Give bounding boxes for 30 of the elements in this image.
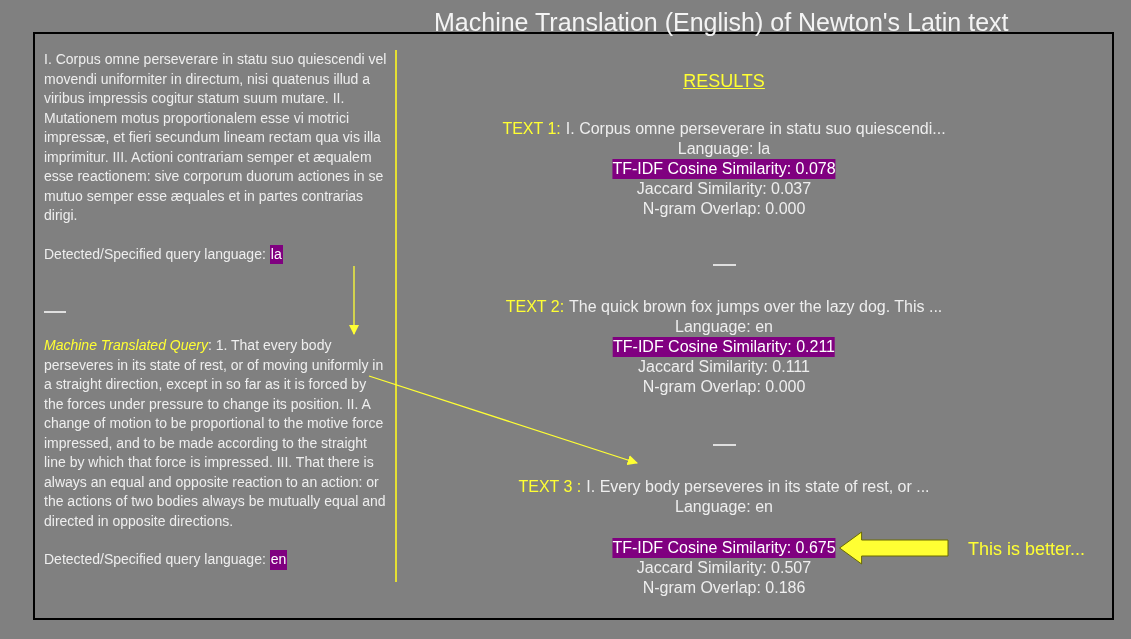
arrow	[368, 375, 638, 466]
metric-text: N-gram Overlap: 0.000	[642, 377, 806, 397]
section-heading: RESULTS	[683, 70, 765, 93]
metric-text: Language: la	[677, 139, 771, 159]
note-text: This is better...	[968, 536, 1086, 563]
text-heading: TEXT 2:	[505, 297, 565, 317]
metric-text: Language: en	[675, 497, 773, 517]
text-heading: TEXT 1:	[502, 119, 561, 139]
title: Machine Translation (English) of Newton's Latin text	[434, 7, 1009, 37]
text-excerpt: The quick brown fox jumps over the lazy dog. This ...	[569, 297, 943, 317]
text-excerpt: I. Corpus omne perseverare in statu suo quiescendi...	[565, 119, 946, 139]
metric-text: N-gram Overlap: 0.186	[642, 578, 806, 598]
metric-text: Jaccard Similarity: 0.111	[638, 357, 810, 377]
language-badge: en	[269, 550, 288, 570]
highlighted-metric: TF-IDF Cosine Similarity: 0.211	[613, 337, 835, 357]
text-heading: TEXT 3 :	[518, 477, 582, 497]
metric-text: Language: en	[675, 317, 773, 337]
block-arrow	[839, 531, 949, 565]
text-excerpt: I. Every body perseveres in its state of rest, or ...	[586, 477, 930, 497]
arrow	[348, 265, 360, 336]
highlighted-metric: TF-IDF Cosine Similarity: 0.675	[612, 538, 836, 558]
language-label: Detected/Specified query language:	[44, 244, 266, 264]
metric-text: Jaccard Similarity: 0.037	[636, 179, 812, 199]
language-badge: la	[269, 244, 283, 264]
highlighted-metric: TF-IDF Cosine Similarity: 0.078	[612, 159, 836, 179]
metric-text: Jaccard Similarity: 0.507	[636, 558, 812, 578]
paragraph: I. Corpus omne perseverare in statu suo quiescendi vel movendi uniformiter in directum, nisi quatenus illud a viribus impressis cogitur statum suum mutare. II. Mutationem motus proportionalem esse vi motrici impressæ, et fieri secundum lineam rectam qua vis illa imprimitur. III. Actioni contrariam semper et æqualem esse reactionem: sive corporum duorum actiones in se mutuo semper esse æquales et in partes contrarias dirigi.	[44, 50, 388, 225]
metric-text: N-gram Overlap: 0.000	[642, 199, 806, 219]
language-label: Detected/Specified query language:	[44, 550, 266, 569]
paragraph: Machine Translated Query: 1. That every body perseveres in its state of rest, or of moving uniformly in a straight direction, except in so far as it is forced by the forces under pressure to change its position. II. A change of motion to be proportional to the motive force impressed, and to be made according to the straight line by which that force is impressed. III. That there is always an equal and opposite reaction to an action: or the actions of two bodies always be mutually equal and directed in opposite directions.	[44, 336, 387, 531]
